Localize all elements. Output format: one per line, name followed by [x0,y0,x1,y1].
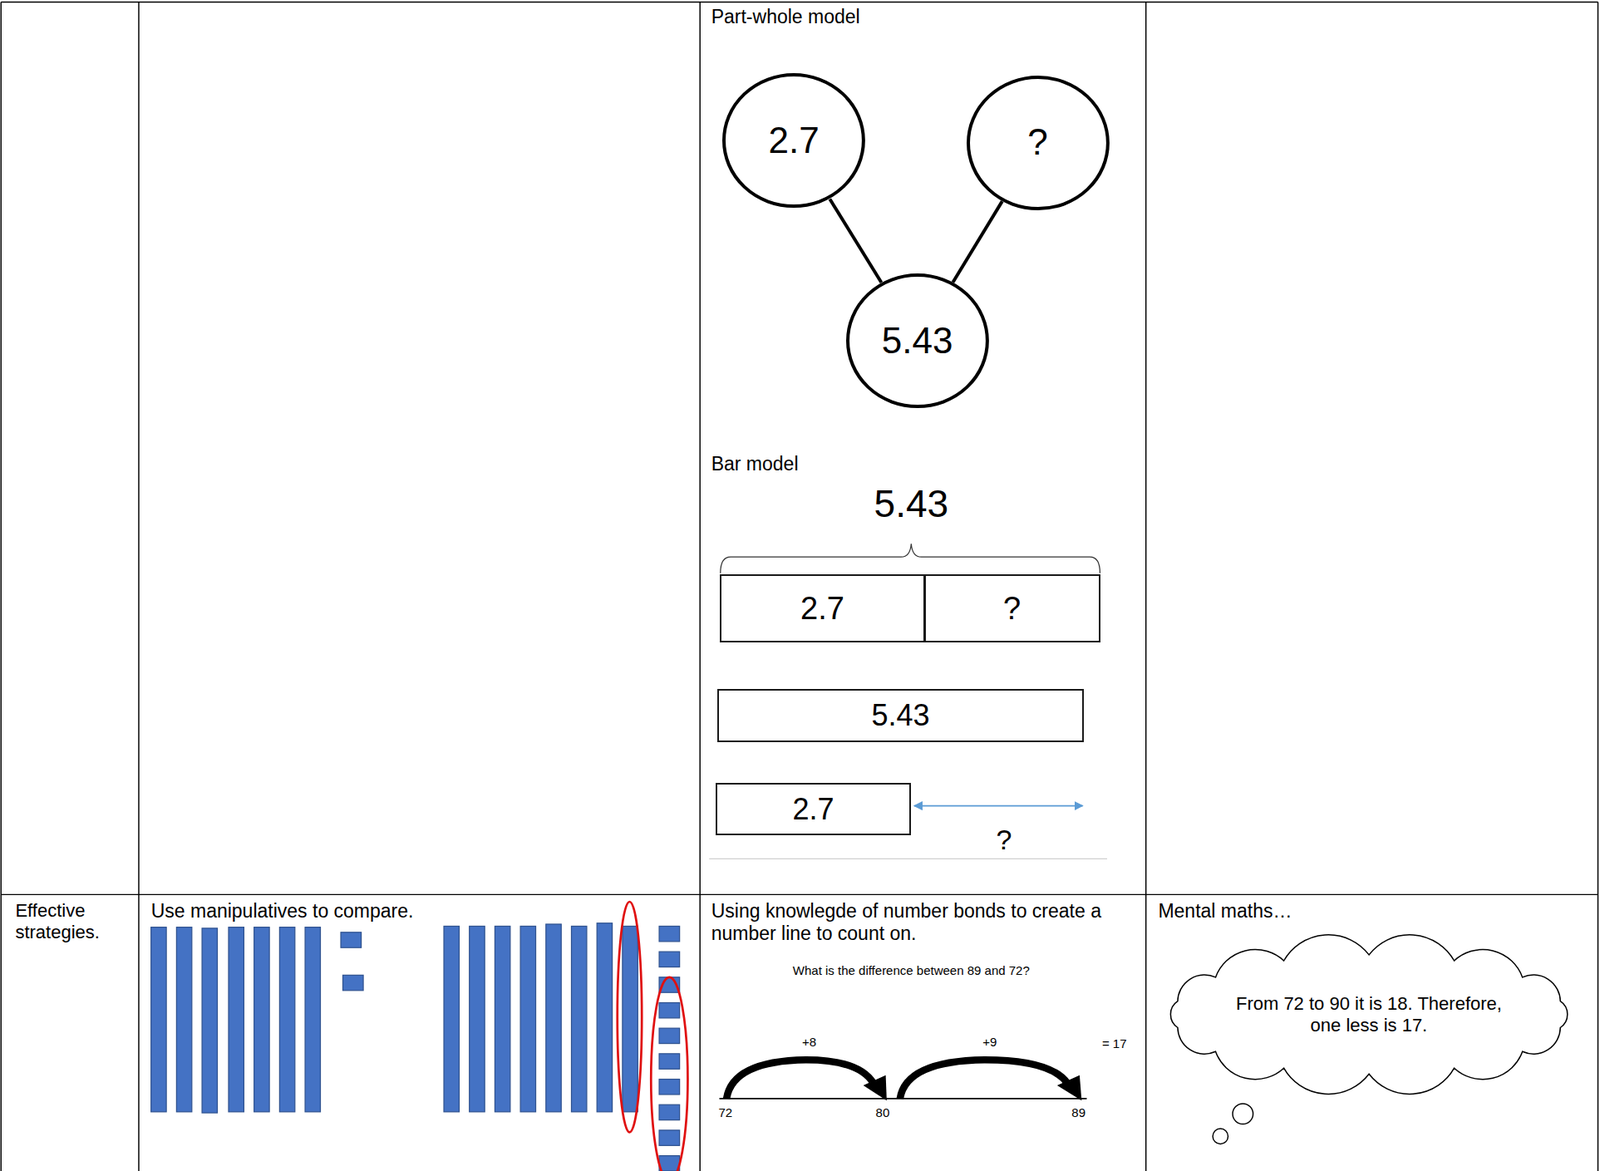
unit-cube [343,974,365,990]
connector-line [952,201,1002,283]
part-circle: ? [966,75,1110,211]
ten-rod [571,925,587,1112]
tick-label: 80 [876,1105,891,1121]
unit-cube [659,1028,680,1044]
result-label: = 17 [1102,1036,1128,1052]
jump-arc [900,1059,1068,1099]
table-line [0,894,1598,896]
comparison-bar: 5.43 [717,689,1084,743]
base-ten-blocks [151,923,680,1171]
model-heading: Bar model [711,452,799,477]
unit-cube [659,1002,680,1018]
ten-rod [176,927,192,1113]
unit-cube [659,1156,680,1171]
node-text: 2.7 [792,791,834,828]
unit-cube [659,925,680,941]
unit-cube [340,932,362,948]
node-text: ? [1003,590,1021,629]
node-text: From 72 to 90 it is 18. Therefore, one l… [1223,993,1515,1038]
jump-label: +9 [982,1034,997,1050]
node-text: ? [1027,120,1048,165]
ten-rod [622,925,638,1112]
strategy-text: Use manipulatives to compare. [151,900,414,924]
unit-cube [659,1130,680,1146]
ten-rod [305,927,320,1113]
highlight-ring [650,977,688,1171]
node-text: 2.7 [800,590,845,629]
circle-outline [847,275,988,407]
table-line [137,1,139,1171]
strategy-text: Using knowlegde of number bonds to creat… [711,900,1140,946]
unit-cube [659,951,680,967]
whole-value: 5.43 [874,481,950,527]
circle-outline [968,77,1108,209]
ten-rod [443,925,459,1112]
jump-arrowhead [863,1075,887,1102]
jump-arc [726,1059,874,1099]
ten-rod [279,927,295,1113]
thought-cloud: From 72 to 90 it is 18. Therefore, one l… [1151,933,1587,1096]
ten-rod [228,927,244,1113]
difference-arrow [914,805,1084,808]
ten-rod [469,925,485,1112]
tick-label: 72 [718,1105,734,1121]
table-line [0,1,1,1171]
part-circle: 2.7 [722,73,866,208]
node-text: 5.43 [871,697,930,734]
ten-rod [494,925,510,1112]
ten-rod [596,923,612,1113]
jump-label: +8 [802,1034,817,1050]
ten-rod [201,928,217,1113]
table-line [699,1,700,1171]
table-line [1145,1,1147,1171]
highlight-ring [617,901,642,1133]
circle-outline [723,74,864,207]
question-text: What is the difference between 89 and 72… [792,963,1030,979]
unknown-mark: ? [996,822,1013,857]
node-text: 5.43 [881,319,954,364]
rule-line [708,858,1108,860]
unit-cube [659,1104,680,1120]
table-line [0,1,1598,3]
ten-rod [546,924,562,1113]
model-heading: Part-whole model [711,5,861,30]
brace [720,543,1101,574]
ten-rod [520,925,536,1112]
row-heading: Effective strategies. [14,900,132,945]
strategy-text: Mental maths… [1157,900,1292,924]
node-text: 2.7 [768,118,820,163]
connector-line [829,198,882,283]
table-line [1597,1,1599,1171]
ten-rod [254,927,270,1113]
ten-rod [151,927,167,1113]
tick-label: 89 [1071,1105,1086,1121]
unit-cube [659,1053,680,1069]
unit-cube [659,1079,680,1095]
bar-segment: 2.7 [719,574,926,643]
cloud-outline [1170,935,1567,1095]
thought-bubble [1212,1128,1228,1144]
comparison-bar: 2.7 [715,782,912,837]
thought-bubble [1232,1103,1254,1125]
bar-segment: ? [924,574,1101,643]
jump-arrowhead [1057,1075,1082,1102]
whole-circle: 5.43 [846,273,990,409]
